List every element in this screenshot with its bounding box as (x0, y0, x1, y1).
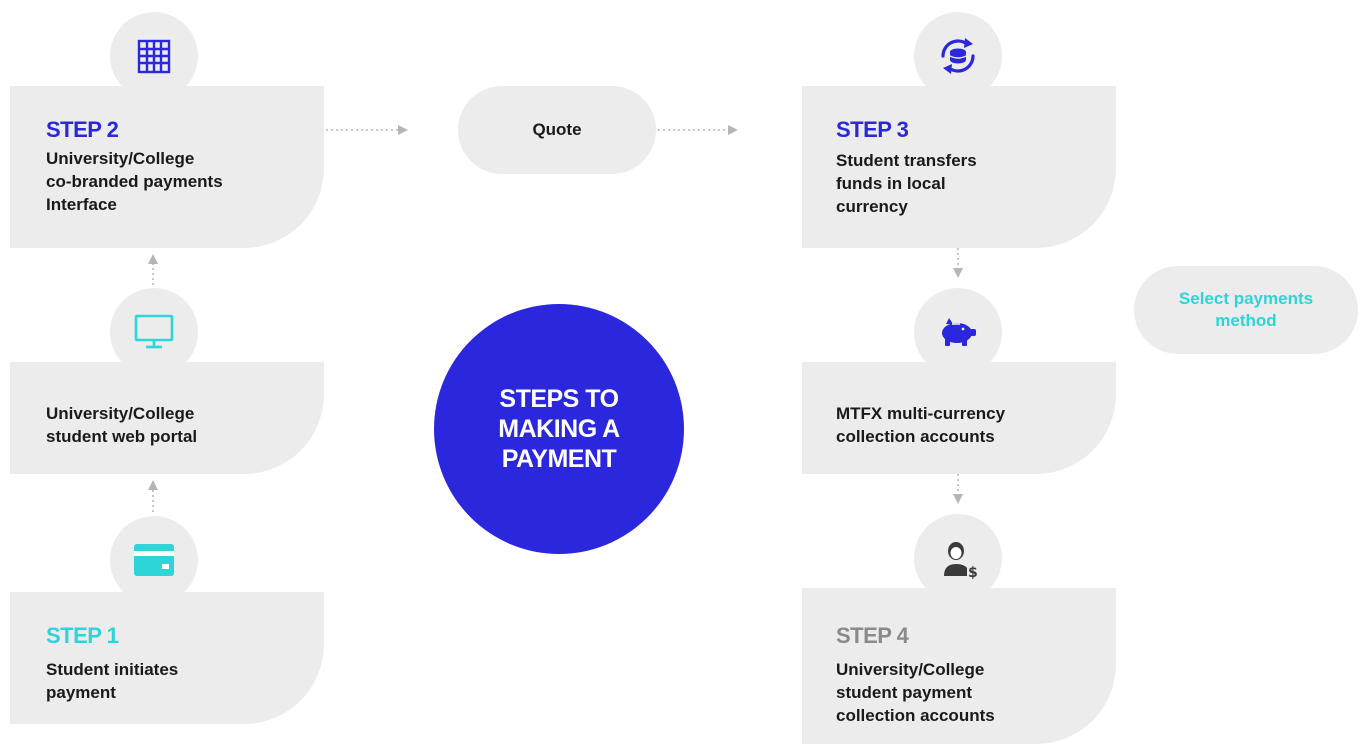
arrowhead-up (148, 480, 158, 490)
center-title: STEPS TO MAKING A PAYMENT (498, 385, 620, 473)
step3-label: STEP 3 (836, 117, 909, 142)
step4-card (802, 588, 1116, 744)
step4-icon-circle: $ (914, 514, 1002, 602)
person-dollar-icon: $ (944, 542, 978, 581)
step4-label: STEP 4 (836, 623, 909, 648)
portal-icon-circle (110, 288, 198, 376)
arrowhead-right (728, 125, 738, 135)
step1-description: Student initiates payment (46, 660, 179, 702)
step2-card (10, 86, 324, 248)
center-circle: STEPS TO MAKING A PAYMENT (434, 304, 684, 554)
collection-description: MTFX multi-currency collection accounts (836, 404, 1006, 446)
building-icon (137, 39, 171, 74)
step1-label: STEP 1 (46, 623, 119, 648)
arrowhead-down (953, 268, 963, 278)
collection-icon-circle (914, 288, 1002, 376)
piggy-bank-icon (942, 318, 976, 346)
step4-description: University/College student payment colle… (836, 660, 995, 725)
step2-description: University/College co-branded payments I… (46, 149, 223, 214)
step2-icon-circle (110, 12, 198, 100)
monitor-icon (134, 314, 174, 349)
step1-icon-circle (110, 516, 198, 604)
step1-card (10, 592, 324, 724)
quote-pill: Quote (458, 86, 656, 174)
arrowhead-down (953, 494, 963, 504)
step2-label: STEP 2 (46, 117, 119, 142)
portal-description: University/College student web portal (46, 404, 198, 446)
svg-text:$: $ (968, 565, 978, 581)
collection-card (802, 362, 1116, 474)
step3-card (802, 86, 1116, 248)
credit-card-icon (134, 544, 174, 576)
currency-exchange-icon (941, 38, 975, 74)
portal-card (10, 362, 324, 474)
select-method-pill: Select payments method (1134, 266, 1358, 354)
arrowhead-up (148, 254, 158, 264)
step3-icon-circle (914, 12, 1002, 100)
arrowhead-right (398, 125, 408, 135)
step3-description: Student transfers funds in local currenc… (836, 151, 977, 216)
